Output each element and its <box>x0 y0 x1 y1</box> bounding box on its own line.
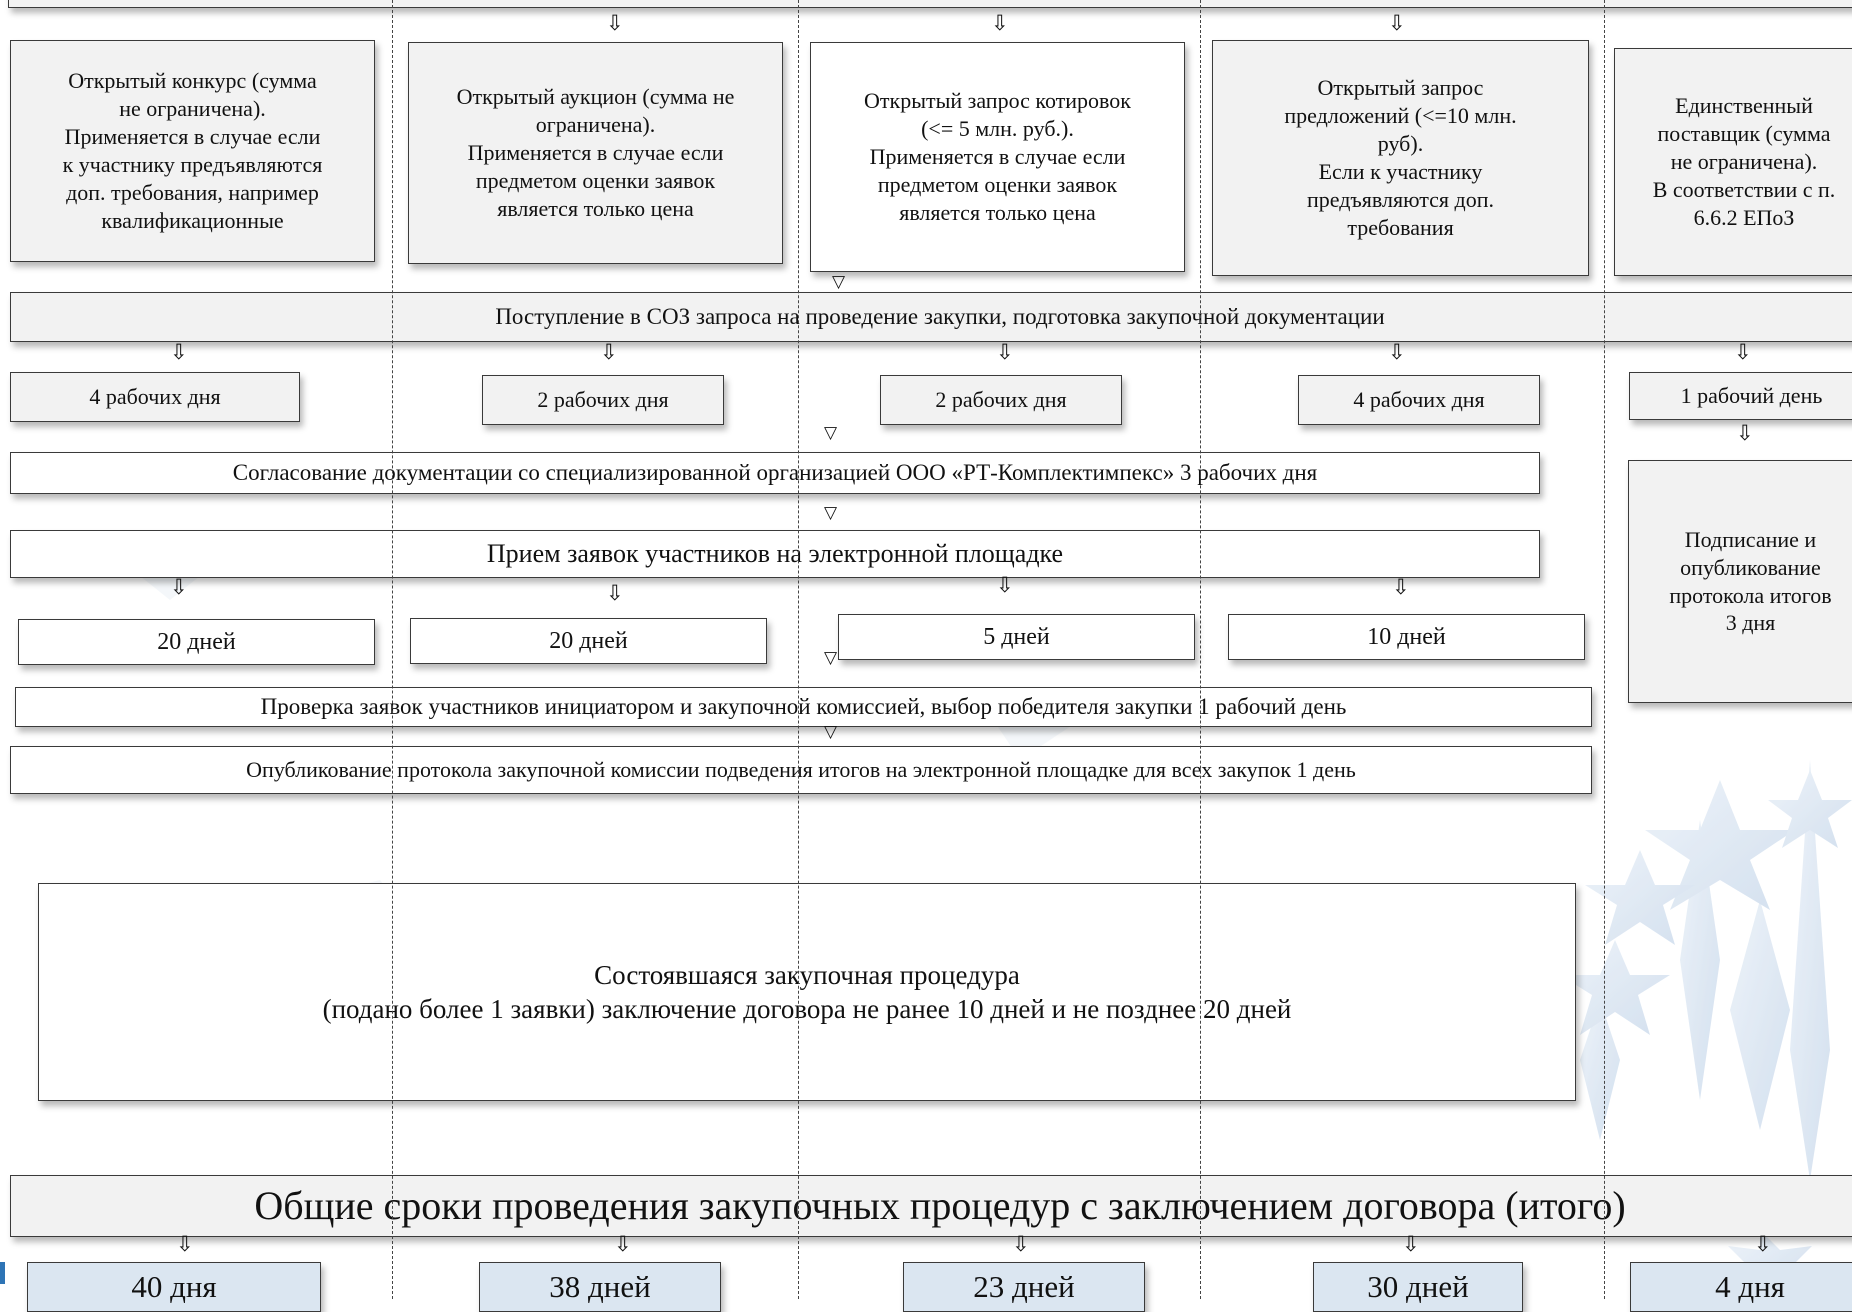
prep-days-box: 2 рабочих дня <box>482 375 724 425</box>
down-arrow-icon: ⇩ <box>1754 1232 1772 1256</box>
down-arrow-icon: ⇩ <box>1402 1232 1420 1256</box>
review-text: Проверка заявок участников инициатором и… <box>260 694 1347 720</box>
total-terms-title: Общие сроки проведения закупочных процед… <box>254 1182 1626 1228</box>
method-label: Открытый конкурс (сумма не ограничена). … <box>62 68 323 233</box>
application-review-bar: Проверка заявок участников инициатором и… <box>15 687 1592 727</box>
method-quotation-request: Открытый запрос котировок (<= 5 млн. руб… <box>810 42 1185 272</box>
reception-days-label: 10 дней <box>1367 623 1446 650</box>
down-arrow-icon: ⇩ <box>1736 421 1754 445</box>
total-days-label: 30 дней <box>1367 1269 1469 1305</box>
completed-text: Состоявшаяся закупочная процедура (подан… <box>322 959 1292 1024</box>
reception-days-label: 5 дней <box>983 623 1050 650</box>
method-open-tender: Открытый конкурс (сумма не ограничена). … <box>10 40 375 262</box>
reception-days-box: 20 дней <box>18 619 375 665</box>
total-days-label: 38 дней <box>549 1269 651 1305</box>
publication-text: Опубликование протокола закупочной комис… <box>246 757 1356 783</box>
header-bar <box>8 0 1852 8</box>
open-arrow-icon: ▽ <box>832 272 846 292</box>
total-days-label: 4 дня <box>1715 1269 1785 1305</box>
total-days-box: 23 дней <box>903 1262 1145 1312</box>
prep-days-label: 2 рабочих дня <box>935 387 1067 413</box>
open-arrow-icon: ▽ <box>824 423 838 443</box>
method-label: Открытый запрос котировок (<= 5 млн. руб… <box>864 88 1131 225</box>
method-label: Единственный поставщик (сумма не огранич… <box>1652 93 1836 230</box>
soz-request-bar: Поступление в СОЗ запроса на проведение … <box>10 292 1852 342</box>
total-days-box: 30 дней <box>1313 1262 1523 1312</box>
method-label: Открытый аукцион (сумма не ограничена). … <box>456 84 735 221</box>
application-reception-bar: Прием заявок участников на электронной п… <box>10 530 1540 578</box>
total-days-label: 40 дня <box>131 1269 217 1305</box>
soz-request-text: Поступление в СОЗ запроса на проведение … <box>495 304 1385 330</box>
total-days-box: 38 дней <box>479 1262 721 1312</box>
down-arrow-icon: ⇩ <box>1388 11 1406 35</box>
accent-mark <box>0 1262 5 1284</box>
down-arrow-icon: ⇩ <box>1734 340 1752 364</box>
open-arrow-icon: ▽ <box>824 503 838 523</box>
total-terms-bar: Общие сроки проведения закупочных процед… <box>10 1175 1852 1237</box>
reception-days-box: 5 дней <box>838 614 1195 660</box>
prep-days-box: 4 рабочих дня <box>1298 375 1540 425</box>
open-arrow-icon: ▽ <box>824 722 838 742</box>
total-days-label: 23 дней <box>973 1269 1075 1305</box>
reception-days-label: 20 дней <box>549 627 628 654</box>
method-open-auction: Открытый аукцион (сумма не ограничена). … <box>408 42 783 264</box>
total-days-box: 4 дня <box>1630 1262 1852 1312</box>
down-arrow-icon: ⇩ <box>614 1232 632 1256</box>
down-arrow-icon: ⇩ <box>600 340 618 364</box>
reception-days-label: 20 дней <box>157 628 236 655</box>
method-label: Открытый запрос предложений (<=10 млн. р… <box>1284 75 1517 240</box>
down-arrow-icon: ⇩ <box>991 11 1009 35</box>
protocol-publication-bar: Опубликование протокола закупочной комис… <box>10 746 1592 794</box>
prep-days-label: 2 рабочих дня <box>537 387 669 413</box>
down-arrow-icon: ⇩ <box>606 581 624 605</box>
open-arrow-icon: ▽ <box>824 648 838 668</box>
prep-days-box: 2 рабочих дня <box>880 375 1122 425</box>
prep-days-label: 1 рабочий день <box>1680 383 1823 409</box>
total-days-box: 40 дня <box>27 1262 321 1312</box>
down-arrow-icon: ⇩ <box>996 340 1014 364</box>
down-arrow-icon: ⇩ <box>1388 340 1406 364</box>
reception-days-box: 10 дней <box>1228 614 1585 660</box>
method-single-supplier: Единственный поставщик (сумма не огранич… <box>1614 48 1852 276</box>
prep-days-box: 4 рабочих дня <box>10 372 300 422</box>
down-arrow-icon: ⇩ <box>170 340 188 364</box>
down-arrow-icon: ⇩ <box>1392 575 1410 599</box>
down-arrow-icon: ⇩ <box>606 11 624 35</box>
single-supplier-signing-box: Подписание и опубликование протокола ито… <box>1628 460 1852 703</box>
reception-text: Прием заявок участников на электронной п… <box>486 539 1064 569</box>
approval-text: Согласование документации со специализир… <box>232 460 1318 486</box>
prep-days-label: 4 рабочих дня <box>1353 387 1485 413</box>
method-proposal-request: Открытый запрос предложений (<=10 млн. р… <box>1212 40 1589 276</box>
prep-days-label: 4 рабочих дня <box>89 384 221 410</box>
documentation-approval-bar: Согласование документации со специализир… <box>10 452 1540 494</box>
down-arrow-icon: ⇩ <box>996 573 1014 597</box>
signing-text: Подписание и опубликование протокола ито… <box>1669 526 1832 636</box>
prep-days-box: 1 рабочий день <box>1629 372 1852 420</box>
completed-procedure-box: Состоявшаяся закупочная процедура (подан… <box>38 883 1576 1101</box>
down-arrow-icon: ⇩ <box>176 1232 194 1256</box>
down-arrow-icon: ⇩ <box>1012 1232 1030 1256</box>
down-arrow-icon: ⇩ <box>170 575 188 599</box>
reception-days-box: 20 дней <box>410 618 767 664</box>
